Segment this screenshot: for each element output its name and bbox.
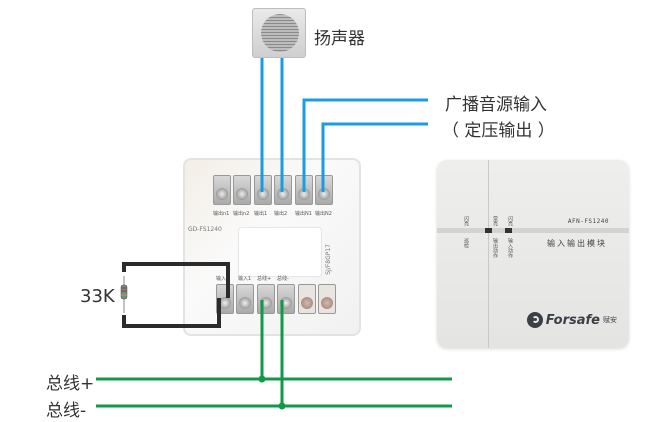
terminal-label: 总线- [277,276,289,282]
bus-minus-junction [278,402,286,410]
input-wire-1 [302,98,428,192]
terminal [318,284,336,314]
speaker-image [252,8,306,58]
resistor-label: 33K [80,286,115,307]
terminal-label: 输出N1 [295,211,312,217]
terminal-label: 输出N2 [315,211,332,217]
terminal-label: 输入1 [216,276,230,282]
indicator-top-label: 闪亮 [463,216,469,226]
resistor-body [120,284,128,300]
indicator-top-label: 闪亮 [507,216,513,226]
led-indicator [505,228,512,233]
broadcast-input-label: 广播音源输入 [445,95,547,115]
bus-plus-label: 总线+ [46,374,95,394]
resistor-wire-top [122,262,230,298]
terminal [213,175,231,205]
resistor-33k [120,276,128,313]
module-model: AFN-FS1240 [567,218,609,225]
terminal-label: 输出2 [274,211,288,217]
base-window [238,227,322,277]
brand-name-cn: 赋安 [603,316,617,324]
brand-name: Forsafe [545,312,600,328]
speaker-grille [261,14,299,52]
indicator-bottom-label: 输入动作 [507,238,513,258]
terminal-label: 输出n1 [213,211,230,217]
led-indicator [485,228,492,233]
module-name: 输入输出模块 [547,239,607,248]
bus-plus-junction [258,375,266,383]
terminal-label: 输出1 [254,211,268,217]
module-divider-vertical [488,160,489,348]
input-wire-2 [321,122,428,192]
indicator-top-label: 常亮 [492,216,498,226]
indicator-bottom-label: 输出动作 [492,238,498,258]
speaker-label: 扬声器 [314,29,365,49]
constant-voltage-label: （ 定压输出 ） [442,121,555,141]
io-module-front: 闪亮 巡检 常亮 输出动作 闪亮 输入动作 AFN-FS1240 输入输出模块 … [437,160,629,348]
forsafe-logo-icon [526,312,543,328]
terminal-label: 输出n2 [233,211,250,217]
module-divider-horizontal [437,228,629,233]
base-model-text: GD-FS1240 [188,226,222,233]
terminal [236,284,254,314]
indicator-bottom-label: 巡检 [463,238,469,248]
resistor-wire-bottom [122,298,221,328]
terminal-label: 总线+ [257,276,272,282]
terminal [298,284,316,314]
terminal [233,175,251,205]
brand-logo: Forsafe 赋安 [526,312,617,328]
bus-minus-label: 总线- [46,401,87,421]
terminal-label: 输入1 [238,276,252,282]
